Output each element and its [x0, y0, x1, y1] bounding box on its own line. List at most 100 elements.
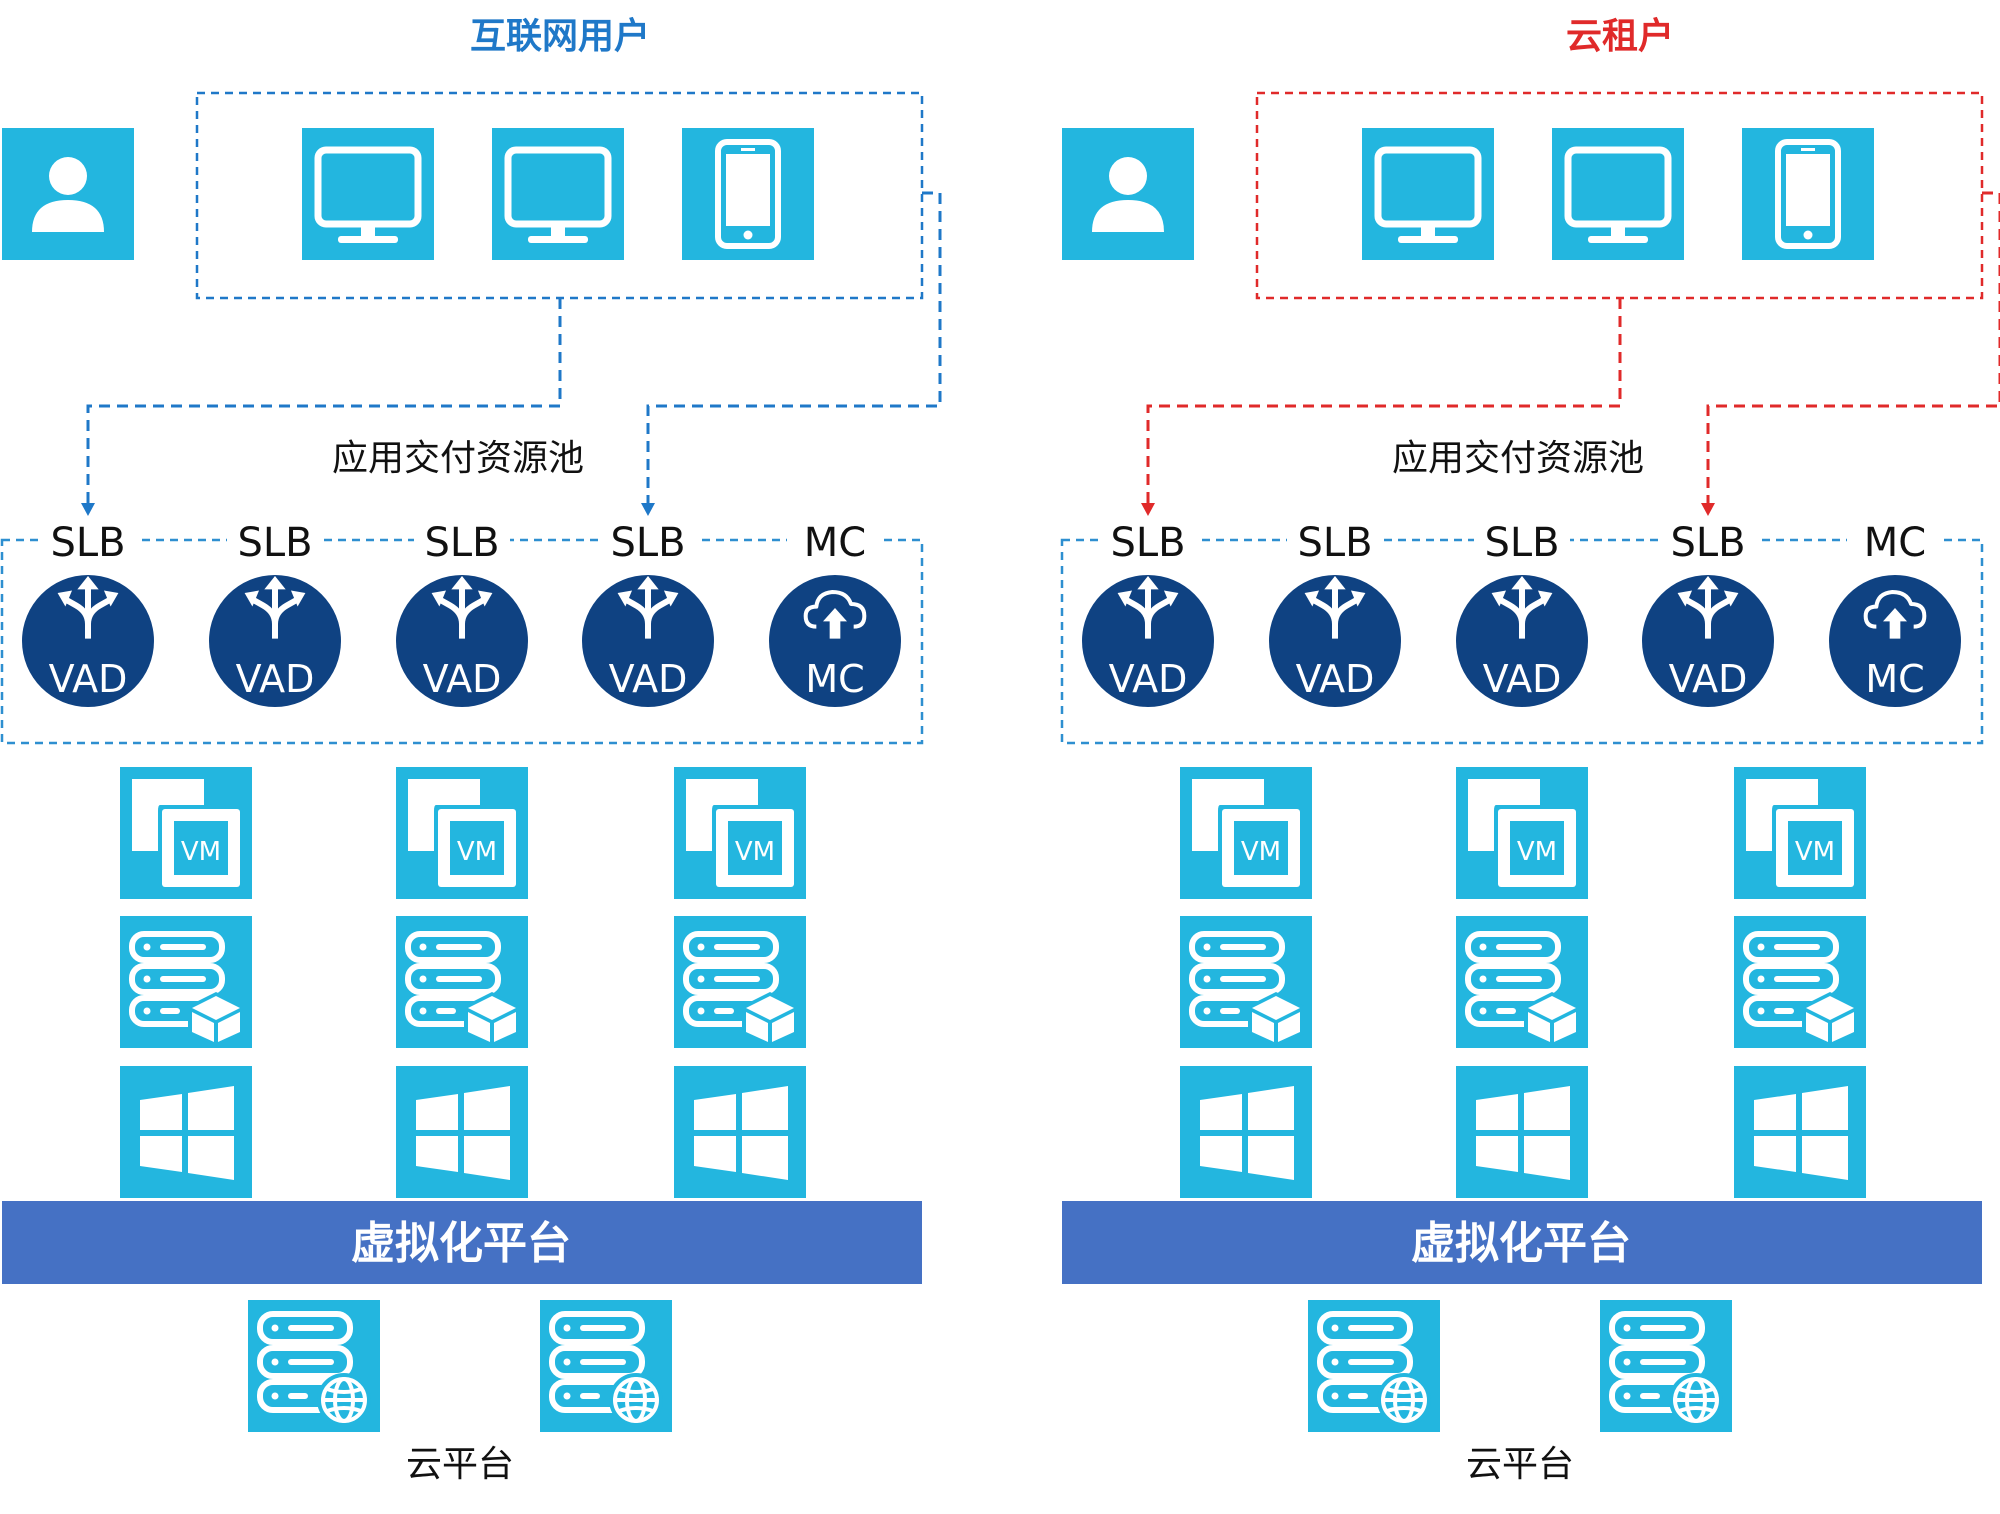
virtualization-bar	[2, 1201, 922, 1284]
node-label: SLB	[1670, 520, 1745, 566]
pool-label: 应用交付资源池	[1392, 438, 1644, 479]
virtualization-bar	[1062, 1201, 1982, 1284]
cloud-platform-label: 云平台	[1466, 1444, 1574, 1485]
node-label: SLB	[50, 520, 125, 566]
pool-node-mc: MC MC	[769, 518, 901, 707]
windows-icon	[396, 1066, 528, 1198]
pool-node-slb: SLB VAD	[396, 518, 528, 707]
vm-icon: VM	[1456, 767, 1588, 899]
server-box-icon	[120, 916, 252, 1048]
node-label: SLB	[610, 520, 685, 566]
pool-node-slb: SLB VAD	[582, 518, 714, 707]
compute-column: VM	[1180, 767, 1312, 1198]
node-circle	[1082, 575, 1214, 707]
vm-label: VM	[457, 837, 497, 867]
panel-title: 互联网用户	[470, 16, 650, 57]
panel-internet-users: 互联网用户应用交付资源池SLBVADSLBVADSLBVADSLBVADMCMC…	[0, 16, 942, 1485]
windows-icon	[1180, 1066, 1312, 1198]
node-label: SLB	[237, 520, 312, 566]
node-badge: VAD	[1296, 657, 1375, 701]
vm-icon: VM	[120, 767, 252, 899]
user-icon	[2, 128, 134, 260]
node-badge: VAD	[49, 657, 128, 701]
compute-column: VM	[396, 767, 528, 1198]
pool-node-slb: SLB VAD	[1456, 518, 1588, 707]
node-label: SLB	[1110, 520, 1185, 566]
compute-column: VM	[674, 767, 806, 1198]
node-badge: VAD	[1109, 657, 1188, 701]
server-globe-icon	[540, 1300, 672, 1432]
server-box-icon	[396, 916, 528, 1048]
compute-column: VM	[1456, 767, 1588, 1198]
vm-icon: VM	[674, 767, 806, 899]
pool-label: 应用交付资源池	[332, 438, 584, 479]
panel-title: 云租户	[1566, 16, 1674, 57]
pool-node-mc: MC MC	[1829, 518, 1961, 707]
vm-label: VM	[1517, 837, 1557, 867]
node-label: SLB	[424, 520, 499, 566]
platform-label: 虚拟化平台	[1411, 1218, 1631, 1269]
pool-node-slb: SLB VAD	[1269, 518, 1401, 707]
node-circle	[1642, 575, 1774, 707]
vm-label: VM	[1795, 837, 1835, 867]
node-circle	[209, 575, 341, 707]
node-badge: VAD	[609, 657, 688, 701]
arrow-head	[81, 503, 95, 516]
connector-line-1	[86, 298, 562, 505]
node-circle	[1456, 575, 1588, 707]
compute-column: VM	[1734, 767, 1866, 1198]
server-globe-icon	[1600, 1300, 1732, 1432]
node-circle	[1269, 575, 1401, 707]
connector-line-1	[1146, 298, 1622, 505]
monitor-icon	[1552, 128, 1684, 260]
node-circle	[1829, 575, 1961, 707]
node-circle	[582, 575, 714, 707]
server-globe-icon	[1308, 1300, 1440, 1432]
node-badge: MC	[1865, 657, 1924, 701]
node-circle	[396, 575, 528, 707]
windows-icon	[120, 1066, 252, 1198]
arrow-head	[1701, 503, 1715, 516]
vm-label: VM	[1241, 837, 1281, 867]
vm-icon: VM	[396, 767, 528, 899]
node-badge: MC	[805, 657, 864, 701]
pool-node-slb: SLB VAD	[1082, 518, 1214, 707]
cloud-platform-label: 云平台	[406, 1444, 514, 1485]
node-label: SLB	[1297, 520, 1372, 566]
windows-icon	[674, 1066, 806, 1198]
vm-icon: VM	[1734, 767, 1866, 899]
node-badge: VAD	[1669, 657, 1748, 701]
monitor-icon	[492, 128, 624, 260]
resource-pool-box	[0, 538, 924, 745]
windows-icon	[1456, 1066, 1588, 1198]
node-circle	[22, 575, 154, 707]
node-badge: VAD	[423, 657, 502, 701]
node-badge: VAD	[236, 657, 315, 701]
node-label: SLB	[1484, 520, 1559, 566]
node-circle	[769, 575, 901, 707]
server-box-icon	[1456, 916, 1588, 1048]
server-box-icon	[1734, 916, 1866, 1048]
arrow-head	[1141, 503, 1155, 516]
monitor-icon	[302, 128, 434, 260]
monitor-icon	[1362, 128, 1494, 260]
vm-icon: VM	[1180, 767, 1312, 899]
phone-icon	[682, 128, 814, 260]
server-box-icon	[674, 916, 806, 1048]
node-label: MC	[1864, 520, 1926, 566]
arrow-head	[641, 503, 655, 516]
windows-icon	[1734, 1066, 1866, 1198]
server-globe-icon	[248, 1300, 380, 1432]
node-badge: VAD	[1483, 657, 1562, 701]
compute-column: VM	[120, 767, 252, 1198]
user-icon	[1062, 128, 1194, 260]
server-box-icon	[1180, 916, 1312, 1048]
platform-label: 虚拟化平台	[351, 1218, 571, 1269]
pool-node-slb: SLB VAD	[209, 518, 341, 707]
vm-label: VM	[181, 837, 221, 867]
node-label: MC	[804, 520, 866, 566]
phone-icon	[1742, 128, 1874, 260]
pool-node-slb: SLB VAD	[1642, 518, 1774, 707]
